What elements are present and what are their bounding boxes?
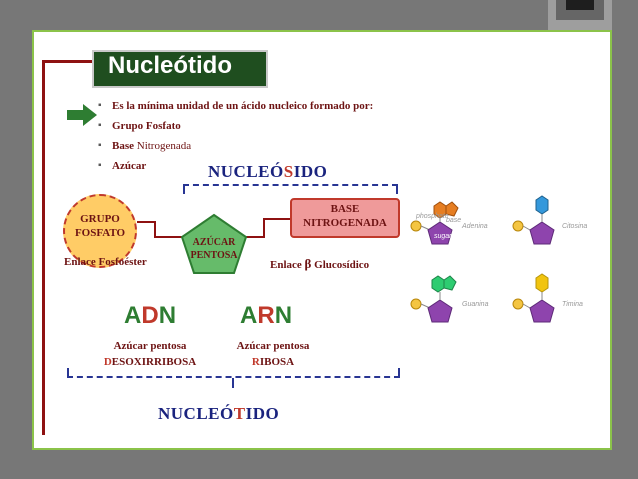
bullet-item: Base Nitrogenada [98, 140, 373, 152]
definition-list: Es la mínima unidad de un ácido nucleico… [98, 100, 373, 180]
nucleotido-heading: NUCLEÓTIDO [158, 404, 280, 423]
brace-end [398, 368, 400, 378]
arrow-right-icon [67, 104, 97, 126]
arn-heading: ARN [240, 302, 293, 329]
svg-text:phosphate: phosphate [415, 213, 449, 220]
timina-structure: Timina [512, 273, 583, 323]
connector-line [154, 221, 156, 237]
svg-text:Timina: Timina [562, 301, 583, 308]
nucleosido-brace [183, 184, 398, 186]
enlace-glucosidico-label: Enlace β Glucosídico [270, 256, 370, 271]
brace-center [232, 378, 234, 388]
bullet-item: Grupo Fosfato [98, 120, 373, 132]
grupo-fosfato-circle [63, 194, 137, 268]
brace-end [183, 184, 185, 194]
svg-text:Adenina: Adenina [461, 223, 488, 230]
guanina-structure: Guanina [410, 275, 489, 323]
brace-end [396, 184, 398, 194]
svg-text:Citosina: Citosina [562, 223, 587, 230]
citosina-structure: Citosina [512, 195, 587, 245]
nucleotide-structures-illustration: phosphate sugar base Adenina Citosina Gu… [410, 195, 587, 323]
accent-line-vertical [42, 60, 45, 435]
nucleotido-brace [67, 376, 400, 378]
connector-line [263, 218, 291, 220]
nucleosido-heading: NUCLEÓSIDO [208, 162, 328, 181]
connector-line [154, 236, 186, 238]
bullet-item: Azúcar [98, 160, 373, 172]
svg-text:sugar: sugar [434, 233, 452, 240]
bullet-item: Es la mínima unidad de un ácido nucleico… [98, 100, 373, 112]
slide-title: Nucleótido [108, 52, 232, 79]
adn-heading: ADN [124, 302, 177, 329]
corner-decoration-square [566, 0, 594, 10]
connector-line [137, 221, 155, 223]
svg-text:base: base [446, 217, 461, 224]
connector-line [263, 218, 265, 238]
accent-line-horizontal [42, 60, 92, 63]
brace-end [67, 368, 69, 378]
azucar-pentosa-pentagon [180, 213, 248, 274]
svg-text:Guanina: Guanina [462, 301, 489, 308]
title-box [92, 50, 268, 88]
enlace-fosfoester-label: Enlace Fosfoéster [64, 256, 147, 268]
connector-line [244, 236, 264, 238]
adenina-structure: phosphate sugar base Adenina [410, 201, 488, 245]
base-nitrogenada-box [290, 198, 400, 238]
